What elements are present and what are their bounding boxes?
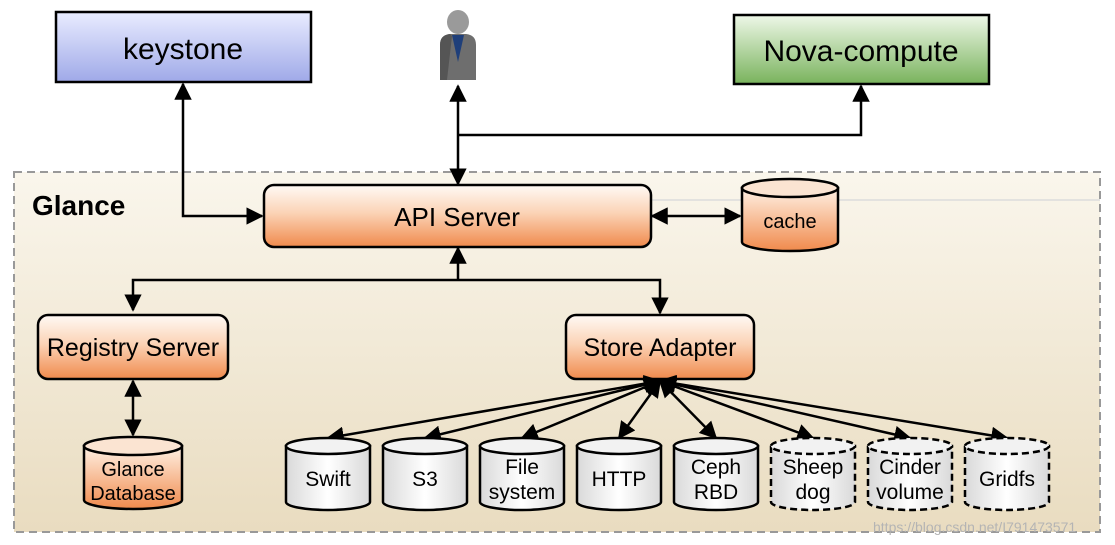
store-cylinder-body: [575, 444, 663, 512]
store-label: Gridfs: [979, 468, 1035, 491]
cache-label: cache: [763, 211, 816, 233]
store-cylinder-body: [672, 444, 760, 512]
cache-cylinder: cache: [740, 177, 840, 253]
store-http: HTTP: [575, 436, 663, 512]
store-label: File: [505, 456, 539, 479]
store-cylinder-top: [478, 436, 566, 456]
nova-compute-box: [732, 13, 991, 86]
store-adapter-label: Store Adapter: [584, 334, 737, 362]
watermark: https://blog.csdn.net/I791473571: [873, 519, 1076, 535]
store-s3: S3: [381, 436, 469, 512]
store-gridfs: Gridfs: [963, 436, 1051, 512]
store-cylinder-body: [963, 444, 1051, 512]
store-cylinder-top: [963, 436, 1051, 456]
store-label: Cinder: [879, 456, 941, 479]
store-label: Ceph: [691, 456, 741, 479]
store-cylinder-body: [381, 444, 469, 512]
store-cylinder-body: [769, 444, 857, 512]
user-icon: [440, 10, 476, 80]
api-server-label: API Server: [394, 202, 520, 232]
store-cylinder-top: [284, 436, 372, 456]
registry-server-label: Registry Server: [47, 334, 219, 362]
store-label: HTTP: [592, 468, 647, 491]
api-server-box: [262, 183, 653, 249]
store-arrow: [658, 374, 1009, 445]
store-label: volume: [876, 481, 944, 504]
store-label: Sheep: [783, 456, 844, 479]
connectors: [124, 82, 870, 437]
glance-database-line2: Database: [90, 483, 176, 505]
store-label: system: [489, 481, 556, 504]
store-arrows: [326, 374, 1009, 445]
store-label: Swift: [305, 468, 351, 491]
store-cylinder-top: [575, 436, 663, 456]
store-cylinder-top: [672, 436, 760, 456]
store-cylinder-top: [769, 436, 857, 456]
store-label: S3: [412, 468, 438, 491]
keystone-box: [54, 10, 313, 84]
store-arrow: [617, 379, 662, 440]
glance-database-cylinder: Glance Database: [82, 435, 184, 511]
glance-label: Glance: [32, 190, 125, 221]
nova-compute-label: Nova-compute: [763, 35, 958, 68]
store-cylinder-body: [284, 444, 372, 512]
store-label: dog: [795, 481, 830, 504]
store-cylinder-body: [866, 444, 954, 512]
store-label: RBD: [694, 481, 738, 504]
store-cylinder-top: [866, 436, 954, 456]
store-cylinder-top: [381, 436, 469, 456]
store-cylinder-body: [478, 444, 566, 512]
store-swift: Swift: [284, 436, 372, 512]
registry-server-box: [36, 313, 230, 381]
keystone-label: keystone: [123, 33, 243, 66]
glance-database-line1: Glance: [101, 459, 164, 481]
